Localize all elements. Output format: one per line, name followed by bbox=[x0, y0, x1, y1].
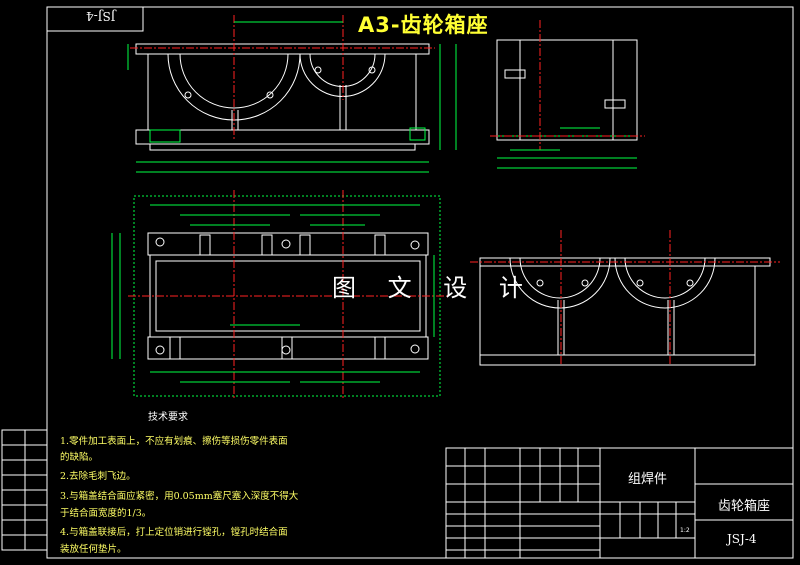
tag-box bbox=[46, 6, 144, 32]
part-name: 齿轮箱座 bbox=[718, 499, 771, 514]
requirements-heading: 技术要求 bbox=[148, 412, 188, 423]
page-title: A3-齿轮箱座 bbox=[358, 13, 489, 37]
requirement-line: 3.与箱盖结合面应紧密，用0.05mm塞尺塞入深度不得大 bbox=[60, 491, 299, 502]
drawing-frame bbox=[46, 6, 794, 559]
front-view bbox=[127, 15, 457, 173]
requirement-line: 2.去除毛刺飞边。 bbox=[60, 471, 136, 482]
requirement-line: 4.与箱盖联接后，打上定位销进行镗孔，镗孔时结合面 bbox=[60, 527, 288, 538]
side-record-box bbox=[1, 429, 48, 551]
requirement-line: 装放任何垫片。 bbox=[60, 544, 127, 555]
drawing-tag: JSJ-4 bbox=[86, 9, 116, 23]
assembly-label: 组焊件 bbox=[628, 472, 668, 487]
requirement-line: 于结合面宽度的1/3。 bbox=[60, 508, 152, 519]
requirement-line: 1.零件加工表面上，不应有划痕、擦伤等损伤零件表面 bbox=[60, 436, 288, 447]
requirement-line: 的缺陷。 bbox=[60, 452, 99, 463]
watermark-text: 图 文 设 计 bbox=[332, 274, 535, 302]
top-view bbox=[111, 190, 450, 400]
section-view bbox=[470, 230, 780, 366]
side-view bbox=[490, 20, 645, 169]
scale-value: 1:2 bbox=[680, 527, 690, 534]
title-block bbox=[445, 447, 794, 559]
drawing-number: JSJ-4 bbox=[727, 532, 757, 546]
